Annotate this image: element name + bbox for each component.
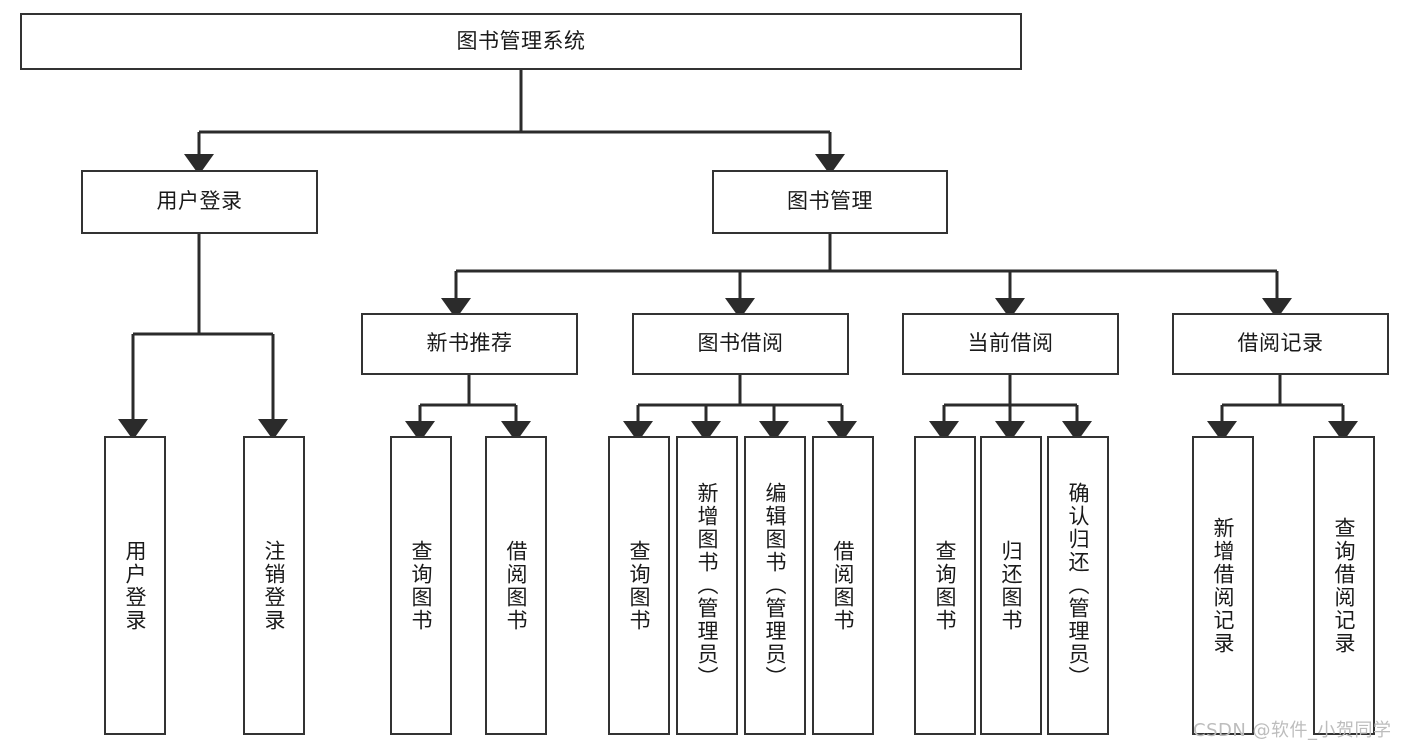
node-label: 用户登录 — [156, 189, 243, 214]
leaf-borrow-edit-book-admin[interactable]: 编辑图书（管理员） — [744, 436, 806, 735]
node-label: 查询图书 — [409, 539, 434, 632]
node-label: 新增借阅记录 — [1211, 516, 1236, 655]
node-label: 新书推荐 — [426, 331, 513, 356]
node-book-borrow[interactable]: 图书借阅 — [632, 313, 849, 375]
node-label: 查询图书 — [933, 539, 958, 632]
node-label: 注销登录 — [262, 539, 287, 632]
node-borrow-record[interactable]: 借阅记录 — [1172, 313, 1389, 375]
leaf-user-login-logout[interactable]: 注销登录 — [243, 436, 305, 735]
node-label: 当前借阅 — [967, 331, 1054, 356]
node-label: 新增图书（管理员） — [695, 482, 720, 689]
node-label: 借阅记录 — [1237, 331, 1324, 356]
leaf-borrow-borrow-book[interactable]: 借阅图书 — [812, 436, 874, 735]
node-label: 用户登录 — [123, 539, 148, 632]
leaf-current-confirm-return-admin[interactable]: 确认归还（管理员） — [1047, 436, 1109, 735]
leaf-borrow-add-book-admin[interactable]: 新增图书（管理员） — [676, 436, 738, 735]
leaf-recommend-query-book[interactable]: 查询图书 — [390, 436, 452, 735]
node-label: 查询图书 — [627, 539, 652, 632]
leaf-record-add-record[interactable]: 新增借阅记录 — [1192, 436, 1254, 735]
node-current-borrow[interactable]: 当前借阅 — [902, 313, 1119, 375]
node-user-login[interactable]: 用户登录 — [81, 170, 318, 234]
leaf-current-query-book[interactable]: 查询图书 — [914, 436, 976, 735]
node-label: 确认归还（管理员） — [1066, 482, 1091, 689]
node-label: 图书借阅 — [697, 331, 784, 356]
node-label: 查询借阅记录 — [1332, 516, 1357, 655]
node-label: 借阅图书 — [504, 539, 529, 632]
leaf-borrow-query-book[interactable]: 查询图书 — [608, 436, 670, 735]
node-label: 归还图书 — [999, 539, 1024, 632]
leaf-recommend-borrow-book[interactable]: 借阅图书 — [485, 436, 547, 735]
leaf-user-login-login[interactable]: 用户登录 — [104, 436, 166, 735]
leaf-current-return-book[interactable]: 归还图书 — [980, 436, 1042, 735]
node-label: 图书管理系统 — [456, 28, 586, 53]
node-root-system[interactable]: 图书管理系统 — [20, 13, 1022, 70]
node-label: 图书管理 — [787, 189, 873, 214]
leaf-record-query-record[interactable]: 查询借阅记录 — [1313, 436, 1375, 735]
node-label: 借阅图书 — [831, 539, 856, 632]
node-label: 编辑图书（管理员） — [763, 482, 788, 689]
node-new-book-recommend[interactable]: 新书推荐 — [361, 313, 578, 375]
csdn-watermark: CSDN @软件_小贺同学 — [1193, 720, 1392, 741]
node-book-management[interactable]: 图书管理 — [712, 170, 948, 234]
